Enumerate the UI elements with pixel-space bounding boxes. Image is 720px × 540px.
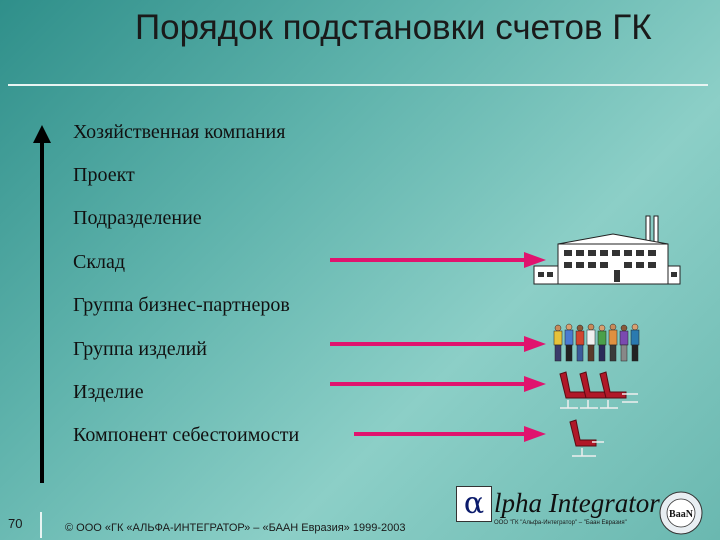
list-item-item-group: Группа изделий xyxy=(73,338,208,360)
list-item-warehouse: Склад xyxy=(73,251,126,273)
arrow-bp-group xyxy=(330,336,546,352)
title-divider xyxy=(8,84,708,86)
alpha-integrator-logo: α lpha Integrator ООО "ГК "Альфа-Интегра… xyxy=(452,482,714,538)
slide-title: Порядок подстановки счетов ГК xyxy=(135,8,652,47)
list-item-bp-group: Группа бизнес-партнеров xyxy=(73,294,290,316)
arrow-warehouse xyxy=(330,252,546,268)
factory-icon xyxy=(533,215,681,285)
baan-seal-icon: BaaN xyxy=(659,491,703,535)
list-item-company: Хозяйственная компания xyxy=(73,121,286,143)
people-group-icon xyxy=(553,323,640,362)
list-item-project: Проект xyxy=(73,164,135,186)
slide-number: 70 xyxy=(8,516,23,531)
list-item-department: Подразделение xyxy=(73,207,202,229)
chair-icon xyxy=(569,419,604,457)
seal-text: BaaN xyxy=(669,509,694,520)
logo-subtitle: ООО "ГК "Альфа-Интегратор" – "Баан Евраз… xyxy=(494,520,627,526)
chairs-group-icon xyxy=(559,371,638,409)
footer-divider xyxy=(40,512,42,538)
arrow-item-group xyxy=(330,376,546,392)
arrow-cost-component xyxy=(354,426,546,442)
copyright-text: © ООО «ГК «АЛЬФА-ИНТЕГРАТОР» – «БААН Евр… xyxy=(65,522,406,534)
alpha-symbol-icon: α xyxy=(456,486,492,522)
logo-text: lpha Integrator xyxy=(494,488,660,518)
list-item-item: Изделие xyxy=(73,381,144,403)
list-item-cost-component: Компонент себестоимости xyxy=(73,424,300,446)
vertical-up-arrow xyxy=(33,125,51,483)
